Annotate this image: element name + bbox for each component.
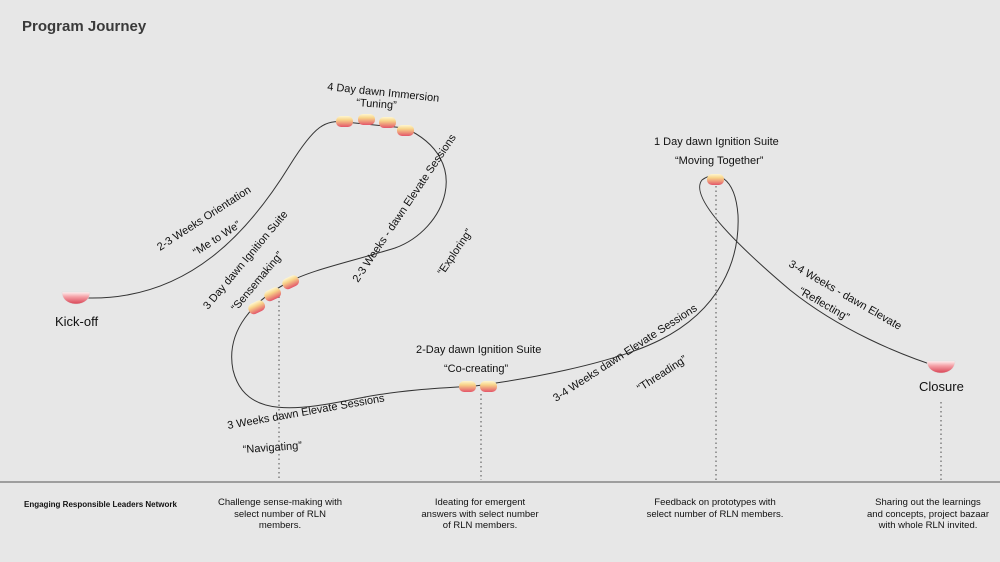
node-sensemaking-1 [248,300,266,315]
node-sensemaking-3 [282,275,300,290]
node-cocreating-2 [480,381,497,392]
stage-exploring-theme: “Exploring” [436,227,476,278]
node-moving-1 [707,174,724,185]
footer-note-sensemaking: Challenge sense-making with select numbe… [217,497,343,531]
stage-cocreating-theme: “Co-creating” [444,363,509,375]
footer-note-moving: Feedback on prototypes with select numbe… [646,497,784,520]
stage-navigating-name: 3 Weeks dawn Elevate Sessions [226,392,386,432]
stage-threading-theme: “Threading” [635,353,690,394]
stage-moving-theme: “Moving Together” [675,155,764,167]
stage-threading: 3-4 Weeks dawn Elevate Sessions “Threadi… [551,302,700,404]
kickoff-label: Kick-off [55,314,98,329]
stage-threading-name: 3-4 Weeks dawn Elevate Sessions [551,302,700,404]
closure-node [926,360,956,374]
network-label: Engaging Responsible Leaders Network [24,500,177,509]
stage-navigating-theme: “Navigating” [242,440,302,456]
node-immersion-1 [336,116,353,127]
stage-navigating: 3 Weeks dawn Elevate Sessions “Navigatin… [226,392,386,456]
node-immersion-3 [379,117,396,128]
node-immersion-4 [397,125,414,136]
stage-cocreating-name: 2-Day dawn Ignition Suite [416,344,541,356]
stage-cocreating: 2-Day dawn Ignition Suite “Co-creating” [416,344,541,375]
node-immersion-2 [358,114,375,125]
stage-immersion-theme: “Tuning” [356,97,398,112]
stage-moving: 1 Day dawn Ignition Suite “Moving Togeth… [654,136,779,167]
journey-path [87,121,943,409]
node-cocreating-1 [459,381,476,392]
footer-note-cocreating: Ideating for emergent answers with selec… [421,497,539,531]
footer-note-closure: Sharing out the learnings and concepts, … [867,497,989,531]
stage-exploring: 2-3 Weeks - dawn Elevate Sessions “Explo… [351,132,476,285]
kickoff-node [61,291,91,305]
stage-moving-name: 1 Day dawn Ignition Suite [654,136,779,148]
stage-reflecting: 3-4 Weeks - dawn Elevate “Reflecting” [787,258,904,332]
node-sensemaking-2 [264,287,282,302]
dotted-connectors [278,186,942,480]
page-title: Program Journey [22,18,147,35]
closure-label: Closure [919,379,964,394]
session-nodes [248,114,724,392]
stage-immersion: 4 Day dawn Immersion “Tuning” [327,81,440,112]
stage-orientation: 2-3 Weeks Orientation “Me to We” [155,184,253,259]
